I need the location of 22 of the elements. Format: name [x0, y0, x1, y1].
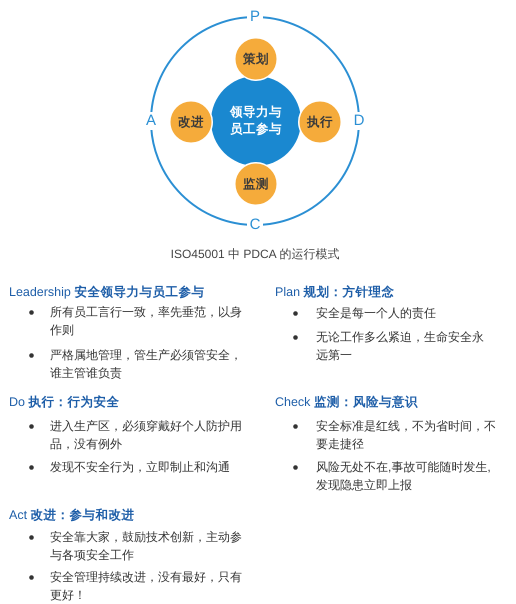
- caption: ISO45001 中 PDCA 的运行模式: [170, 246, 340, 262]
- phase-circle: 监测: [234, 162, 278, 206]
- section-heading: Act 改进：参与和改进: [9, 507, 135, 524]
- bullet-text: 严格属地管理，管生产必须管安全，谁主管谁负责: [50, 347, 243, 382]
- bullet-text: 安全管理持续改进，没有最好，只有更好！: [50, 569, 243, 604]
- bullet-text: 无论工作多么紧迫，生命安全永远第一: [316, 329, 485, 364]
- bullet-text: 发现不安全行为，立即制止和沟通: [50, 459, 231, 476]
- phase-circle: 改进: [169, 100, 213, 144]
- bullet-text: 安全标准是红线，不为省时间，不要走捷径: [316, 418, 497, 453]
- bullet-text: 所有员工言行一致，率先垂范，以身作则: [50, 304, 243, 339]
- phase-circle: 执行: [298, 100, 342, 144]
- bullet-text: 安全是每一个人的责任: [316, 305, 437, 322]
- phase-circle: 策划: [234, 37, 278, 81]
- section-heading: Plan 规划：方针理念: [275, 284, 394, 301]
- section-heading: Do 执行：行为安全: [9, 394, 120, 411]
- section-heading: Leadership 安全领导力与员工参与: [9, 284, 204, 301]
- bullet-text: 风险无处不在,事故可能随时发生,发现隐患立即上报: [316, 459, 492, 494]
- ring-letter: A: [143, 112, 159, 130]
- center-circle: 领导力与员工参与: [211, 76, 301, 166]
- section-heading: Check 监测：风险与意识: [275, 394, 418, 411]
- bullet-text: 进入生产区，必须穿戴好个人防护用品，没有例外: [50, 418, 243, 453]
- bullet-text: 安全靠大家，鼓励技术创新，主动参与各项安全工作: [50, 529, 243, 564]
